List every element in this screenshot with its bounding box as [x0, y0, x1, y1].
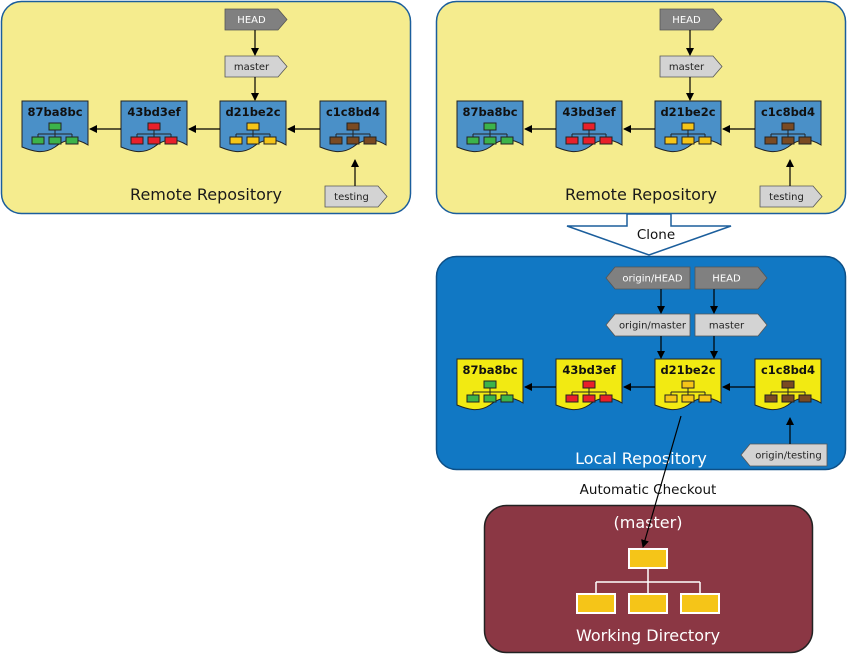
remote-left-commit-c1c8bd4: c1c8bd4 — [319, 100, 387, 153]
remote-right-testing-ref: testing — [759, 185, 823, 208]
commit-tree-icon — [664, 122, 712, 145]
working-directory-title: Working Directory — [576, 626, 720, 645]
remote-repository-title-right: Remote Repository — [565, 185, 717, 204]
local-commit-c1c8bd4: c1c8bd4 — [754, 358, 822, 411]
remote-left-commit-43bd3ef: 43bd3ef — [120, 100, 188, 153]
commit-id-label: d21be2c — [225, 105, 280, 119]
commit-tree-icon — [31, 122, 79, 145]
origin-testing-ref: origin/testing — [740, 443, 828, 467]
remote-repository-panel-left — [0, 0, 412, 215]
commit-id-label: 87ba8bc — [27, 105, 82, 119]
ref-label: origin/testing — [755, 451, 822, 462]
commit-id-label: 87ba8bc — [462, 363, 517, 377]
commit-tree-icon — [764, 122, 812, 145]
ref-label: master — [709, 321, 745, 332]
commit-tree-icon — [466, 380, 514, 403]
origin-head-ref: origin/HEAD — [605, 266, 691, 290]
ref-label: origin/master — [619, 321, 687, 332]
local-master-ref: master — [694, 313, 768, 337]
commit-tree-icon — [466, 122, 514, 145]
commit-tree-icon — [764, 380, 812, 403]
remote-right-commit-d21be2c: d21be2c — [654, 100, 722, 153]
local-repository-panel — [435, 255, 847, 471]
remote-left-commit-d21be2c: d21be2c — [219, 100, 287, 153]
local-repository-title: Local Repository — [575, 449, 707, 468]
working-directory-branch: (master) — [614, 513, 683, 532]
local-commit-87ba8bc: 87ba8bc — [456, 358, 524, 411]
commit-id-label: c1c8bd4 — [326, 105, 380, 119]
commit-tree-icon — [130, 122, 178, 145]
remote-right-master-ref: master — [659, 55, 723, 78]
commit-tree-icon — [664, 380, 712, 403]
clone-arrow — [566, 213, 732, 256]
commit-tree-icon — [565, 122, 613, 145]
ref-label: testing — [334, 192, 369, 203]
remote-left-head-ref: HEAD — [224, 8, 288, 31]
remote-right-commit-c1c8bd4: c1c8bd4 — [754, 100, 822, 153]
ref-label: HEAD — [712, 274, 741, 285]
remote-left-master-ref: master — [224, 55, 288, 78]
commit-tree-icon — [329, 122, 377, 145]
ref-label: HEAD — [237, 15, 266, 26]
automatic-checkout-label: Automatic Checkout — [580, 482, 717, 498]
commit-id-label: c1c8bd4 — [761, 363, 815, 377]
clone-label: Clone — [637, 227, 675, 243]
commit-tree-icon — [565, 380, 613, 403]
working-directory-tree-icon — [576, 548, 720, 614]
commit-id-label: c1c8bd4 — [761, 105, 815, 119]
commit-id-label: d21be2c — [660, 105, 715, 119]
ref-label: master — [234, 62, 270, 73]
ref-label: origin/HEAD — [622, 274, 683, 285]
commit-tree-icon — [229, 122, 277, 145]
commit-id-label: 43bd3ef — [127, 105, 181, 119]
commit-id-label: 43bd3ef — [562, 105, 616, 119]
local-commit-d21be2c: d21be2c — [654, 358, 722, 411]
ref-label: master — [669, 62, 705, 73]
origin-master-ref: origin/master — [605, 313, 691, 337]
remote-right-head-ref: HEAD — [659, 8, 723, 31]
ref-label: testing — [769, 192, 804, 203]
remote-left-testing-ref: testing — [324, 185, 388, 208]
remote-repository-title-left: Remote Repository — [130, 185, 282, 204]
remote-left-commit-87ba8bc: 87ba8bc — [21, 100, 89, 153]
local-commit-43bd3ef: 43bd3ef — [555, 358, 623, 411]
remote-right-commit-87ba8bc: 87ba8bc — [456, 100, 524, 153]
local-head-ref: HEAD — [694, 266, 768, 290]
automatic-checkout-arrow — [641, 415, 682, 548]
commit-id-label: d21be2c — [660, 363, 715, 377]
commit-id-label: 43bd3ef — [562, 363, 616, 377]
ref-label: HEAD — [672, 15, 701, 26]
commit-id-label: 87ba8bc — [462, 105, 517, 119]
remote-right-commit-43bd3ef: 43bd3ef — [555, 100, 623, 153]
